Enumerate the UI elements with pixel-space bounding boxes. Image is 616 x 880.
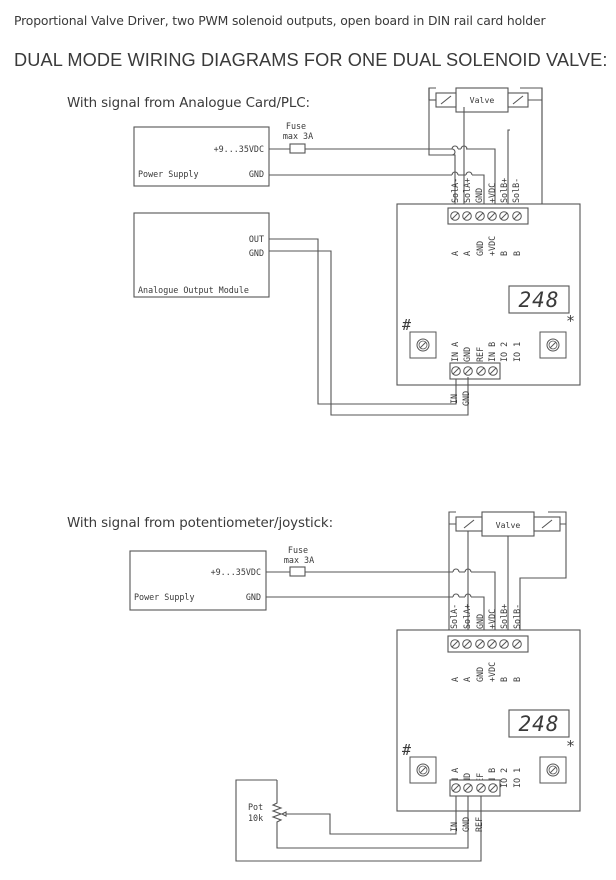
aom-gnd-label: GND — [249, 248, 264, 258]
power-supply-vdc-label: +9...35VDC — [214, 144, 264, 154]
diagram-2: Valve +9...35VDC GND Power Supply Fuse m… — [129, 511, 581, 862]
diagram-1-caption: With signal from Analogue Card/PLC: — [67, 96, 310, 111]
svg-text:B: B — [499, 251, 509, 256]
led-display — [508, 285, 570, 314]
svg-text:SolA-: SolA- — [449, 604, 459, 629]
svg-text:SolB+: SolB+ — [499, 604, 509, 629]
terminal-label-sola-minus: SolA- — [450, 178, 460, 203]
fuse-rating-label: max 3A — [284, 555, 314, 565]
svg-text:SolB-: SolB- — [512, 604, 522, 629]
bottom-terminal-block — [449, 362, 501, 380]
right-trimmer[interactable] — [539, 331, 567, 359]
wire-label-gnd: GND — [461, 391, 471, 406]
aom-name: Analogue Output Module — [138, 285, 249, 295]
star-symbol: * — [566, 312, 575, 330]
svg-text:A: A — [462, 677, 472, 682]
svg-text:IN B: IN B — [487, 768, 497, 788]
wire-label-gnd: GND — [461, 817, 471, 832]
svg-text:B: B — [512, 677, 522, 682]
top-terminal-labels: SolA- SolA+ GND +VDC SolB+ SolB- — [450, 178, 521, 203]
svg-text:IO 2: IO 2 — [499, 342, 509, 362]
svg-text:B: B — [512, 251, 522, 256]
power-supply-gnd-label: GND — [249, 169, 264, 179]
valve-label: Valve — [470, 95, 495, 105]
svg-text:IN B: IN B — [487, 342, 497, 362]
svg-text:GND: GND — [475, 241, 485, 256]
terminal-label-vdc: +VDC — [487, 183, 497, 203]
power-supply-box — [133, 126, 270, 187]
svg-text:+VDC: +VDC — [487, 236, 497, 256]
display-readout: 248 — [519, 288, 560, 312]
svg-text:IO 2: IO 2 — [499, 768, 509, 788]
diagram-2-caption: With signal from potentiometer/joystick: — [67, 516, 333, 531]
diagram-1: Valve +9...35VDC GND Power Supply Fuse m… — [133, 87, 581, 416]
led-display — [508, 709, 570, 738]
aom-out-label: OUT — [249, 234, 264, 244]
page-subtitle: Proportional Valve Driver, two PWM solen… — [14, 13, 546, 28]
svg-text:IO 1: IO 1 — [512, 342, 522, 362]
power-supply-gnd-label: GND — [246, 592, 261, 602]
svg-text:IO 1: IO 1 — [512, 768, 522, 788]
svg-text:GND: GND — [462, 347, 472, 362]
svg-text:SolA+: SolA+ — [462, 604, 472, 629]
valve-label: Valve — [496, 520, 521, 530]
wire-label-in: IN — [449, 822, 459, 832]
wire-label-in: IN — [449, 394, 459, 404]
wire-label-ref: REF — [474, 817, 484, 832]
analogue-output-module-box — [133, 212, 270, 298]
power-supply-name: Power Supply — [134, 592, 195, 602]
page-title: DUAL MODE WIRING DIAGRAMS FOR ONE DUAL S… — [14, 50, 608, 70]
svg-text:IN A: IN A — [450, 342, 460, 362]
power-supply-name: Power Supply — [138, 169, 199, 179]
potentiometer — [271, 780, 469, 849]
top-terminal-labels: SolA- SolA+ GND +VDC SolB+ SolB- — [449, 604, 522, 629]
svg-text:GND: GND — [475, 667, 485, 682]
valve: Valve — [455, 511, 561, 537]
bottom-terminal-block — [449, 779, 501, 797]
right-trimmer[interactable] — [539, 756, 567, 784]
pot-value-label: 10k — [248, 813, 263, 823]
fuse-rating-label: max 3A — [283, 131, 313, 141]
board-top-labels: A A GND +VDC B B — [450, 662, 522, 682]
hash-symbol: # — [402, 316, 411, 334]
svg-text:IN A: IN A — [450, 768, 460, 788]
svg-text:A: A — [450, 251, 460, 256]
svg-text:+VDC: +VDC — [487, 662, 497, 682]
board-top-labels: A A GND +VDC B B — [450, 236, 522, 256]
power-supply-vdc-label: +9...35VDC — [211, 567, 261, 577]
pot-label: Pot — [248, 802, 263, 812]
left-trimmer[interactable] — [409, 331, 437, 359]
display-readout: 248 — [519, 712, 560, 736]
svg-text:B: B — [499, 677, 509, 682]
terminal-label-solb-minus: SolB- — [511, 178, 521, 203]
fuse-label: Fuse — [288, 545, 308, 555]
fuse-label: Fuse — [286, 121, 306, 131]
terminal-label-solb-plus: SolB+ — [499, 178, 509, 203]
svg-text:+VDC: +VDC — [487, 609, 497, 629]
left-trimmer[interactable] — [409, 756, 437, 784]
terminal-label-gnd: GND — [474, 188, 484, 203]
star-symbol: * — [566, 737, 575, 755]
hash-symbol: # — [402, 741, 411, 759]
fuse — [289, 143, 306, 154]
svg-text:REF: REF — [475, 347, 485, 362]
valve: Valve — [435, 87, 529, 113]
terminal-label-sola-plus: SolA+ — [462, 178, 472, 203]
svg-text:A: A — [462, 251, 472, 256]
svg-text:A: A — [450, 677, 460, 682]
svg-text:GND: GND — [475, 614, 485, 629]
power-supply-box — [129, 550, 267, 611]
fuse — [289, 566, 306, 577]
bottom-labels: IN A GND REF IN B IO 2 IO 1 — [450, 342, 522, 362]
